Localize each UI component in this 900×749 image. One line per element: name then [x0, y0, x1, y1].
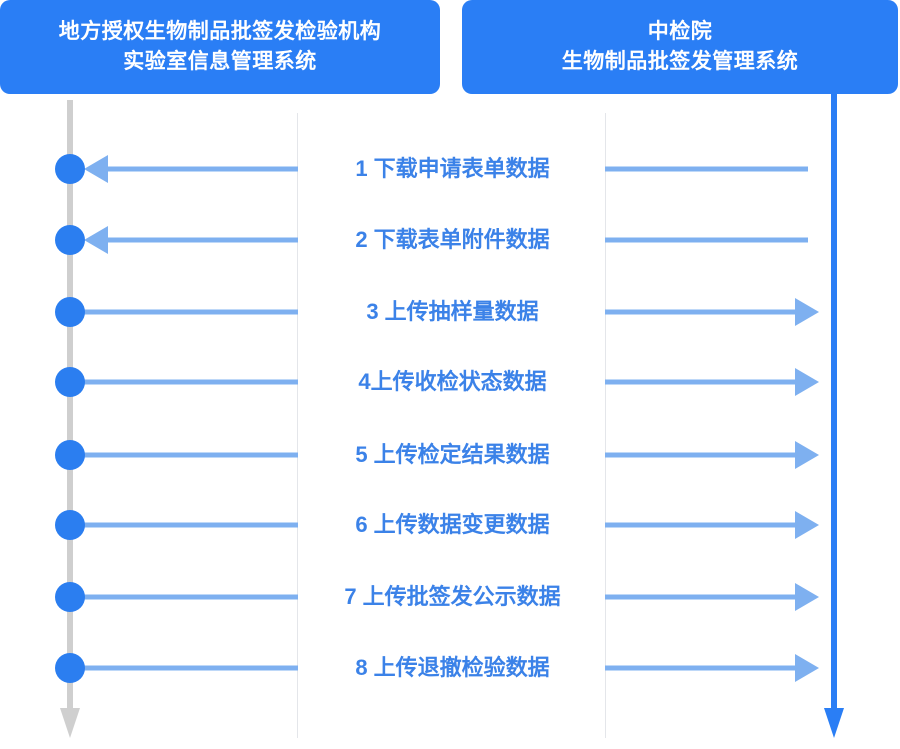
message-arrow-left	[84, 309, 298, 315]
node-dot	[55, 440, 85, 470]
message-row: 2 下载表单附件数据	[0, 218, 900, 262]
message-arrow-left	[84, 522, 298, 528]
message-label: 7 上传批签发公示数据	[344, 584, 561, 609]
node-dot	[55, 510, 85, 540]
message-row: 4上传收检状态数据	[0, 360, 900, 404]
node-dot	[55, 582, 85, 612]
message-arrow-right	[605, 654, 819, 682]
header-nifdc-line-2: 生物制品批签发管理系统	[561, 50, 799, 73]
message-label: 1 下载申请表单数据	[355, 156, 550, 181]
message-arrow-right	[605, 511, 819, 539]
message-arrow-left	[84, 594, 298, 600]
message-arrow-right	[605, 441, 819, 469]
message-arrow-left	[84, 665, 298, 671]
message-arrow-right	[605, 237, 808, 243]
node-dot	[55, 367, 85, 397]
node-dot	[55, 225, 85, 255]
message-label: 5 上传检定结果数据	[355, 442, 550, 467]
message-row: 3 上传抽样量数据	[0, 290, 900, 334]
message-row: 8 上传退撤检验数据	[0, 646, 900, 690]
message-arrow-right	[605, 298, 819, 326]
message-label: 8 上传退撤检验数据	[355, 655, 550, 680]
header-local-lab-line-1: 地方授权生物制品批签发检验机构	[58, 20, 382, 43]
header-nifdc-line-1: 中检院	[647, 20, 713, 43]
message-row: 6 上传数据变更数据	[0, 503, 900, 547]
message-label: 3 上传抽样量数据	[366, 299, 539, 324]
message-arrow-left	[84, 226, 298, 254]
message-arrow-right	[605, 368, 819, 396]
nifdc-lifeline	[824, 92, 844, 738]
header-nifdc-system: 中检院 生物制品批签发管理系统	[462, 0, 898, 94]
message-row: 5 上传检定结果数据	[0, 433, 900, 477]
message-arrow-left	[84, 155, 298, 183]
node-dot	[55, 154, 85, 184]
message-row: 7 上传批签发公示数据	[0, 575, 900, 619]
message-label: 2 下载表单附件数据	[355, 227, 550, 252]
message-label: 6 上传数据变更数据	[355, 512, 550, 537]
header-local-lab-system: 地方授权生物制品批签发检验机构 实验室信息管理系统	[0, 0, 440, 94]
message-label: 4上传收检状态数据	[358, 369, 547, 394]
message-row: 1 下载申请表单数据	[0, 147, 900, 191]
column-divider-right	[605, 113, 606, 738]
node-dot	[55, 653, 85, 683]
column-divider-left	[297, 113, 298, 738]
header-local-lab-line-2: 实验室信息管理系统	[123, 50, 317, 73]
message-arrow-right	[605, 583, 819, 611]
message-arrow-left	[84, 379, 298, 385]
message-arrow-right	[605, 166, 808, 172]
message-arrow-left	[84, 452, 298, 458]
node-dot	[55, 297, 85, 327]
